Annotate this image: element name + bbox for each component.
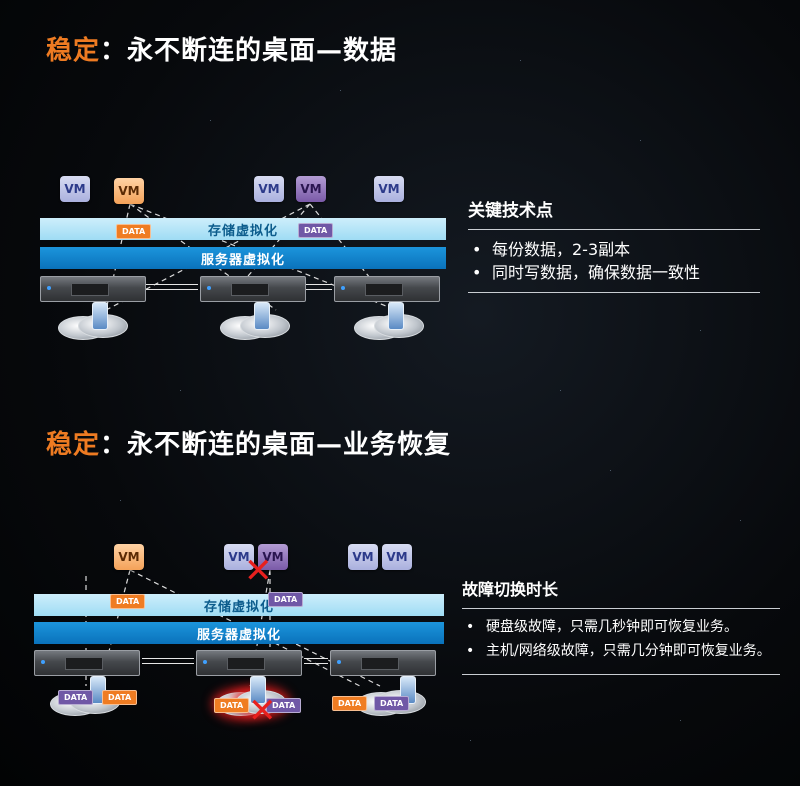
bullet-list: 硬盘级故障，只需几秒钟即可恢复业务。 主机/网络级故障，只需几分钟即可恢复业务。: [462, 617, 780, 675]
panel-title: 关键技术点: [468, 196, 760, 230]
server-icon: [34, 650, 140, 676]
title-keyword: 稳定: [46, 36, 101, 66]
storage-virtualization-layer: 存储虚拟化: [40, 218, 446, 240]
title-keyword: 稳定: [46, 430, 101, 460]
server-label: 服务器虚拟化: [196, 627, 281, 643]
disk-icon: [354, 302, 424, 342]
title-text: ：永不断连的桌面—业务恢复: [100, 430, 452, 460]
business-recovery-diagram: VM VM VM VM VM ✕ 存储虚拟化 服务器虚拟化 DATA DATA …: [30, 536, 450, 736]
data-tag: DATA: [214, 698, 250, 713]
network-link: [306, 284, 332, 290]
data-tag: DATA: [58, 690, 94, 705]
bullet-item: 硬盘级故障，只需几秒钟即可恢复业务。: [462, 617, 780, 638]
storage-label: 存储虚拟化: [207, 223, 278, 239]
server-virtualization-layer: 服务器虚拟化: [40, 247, 446, 269]
network-link: [142, 658, 194, 664]
vm-icon: VM: [348, 544, 378, 570]
vm-icon: VM: [224, 544, 254, 570]
data-tag: DATA: [266, 698, 302, 713]
failure-x-icon: ✕: [248, 691, 277, 731]
title-text: ：永不断连的桌面—数据: [100, 36, 398, 66]
failover-time-panel: 故障切换时长 硬盘级故障，只需几秒钟即可恢复业务。 主机/网络级故障，只需几分钟…: [462, 576, 780, 675]
storage-label: 存储虚拟化: [203, 599, 274, 615]
server-icon: [330, 650, 436, 676]
server-label: 服务器虚拟化: [200, 252, 285, 268]
data-tag: DATA: [102, 690, 138, 705]
data-tag: DATA: [110, 594, 146, 609]
data-tag: DATA: [116, 224, 152, 239]
vm-icon: VM: [254, 176, 284, 202]
bullet-list: 每份数据，2-3副本 同时写数据，确保数据一致性: [468, 238, 760, 294]
vm-icon-active: VM: [296, 176, 326, 202]
server-icon: [196, 650, 302, 676]
server-icon: [40, 276, 146, 302]
data-tag: DATA: [332, 696, 368, 711]
disk-icon: [58, 302, 128, 342]
data-replication-diagram: VM VM VM VM VM 存储虚拟化 服务器虚拟化 DATA DATA: [36, 170, 456, 360]
bullet-item: 主机/网络级故障，只需几分钟即可恢复业务。: [462, 641, 780, 662]
network-link: [304, 658, 328, 664]
key-tech-panel: 关键技术点 每份数据，2-3副本 同时写数据，确保数据一致性: [468, 196, 760, 294]
vm-icon-active: VM: [114, 178, 144, 204]
disk-icon: [220, 302, 290, 342]
network-link: [146, 284, 198, 290]
failure-x-icon: ✕: [244, 551, 273, 591]
bullet-item: 同时写数据，确保数据一致性: [468, 261, 760, 284]
server-virtualization-layer: 服务器虚拟化: [34, 622, 444, 644]
vm-icon-active: VM: [258, 544, 288, 570]
bullet-item: 每份数据，2-3副本: [468, 238, 760, 261]
vm-icon: VM: [60, 176, 90, 202]
data-tag: DATA: [374, 696, 410, 711]
storage-virtualization-layer: 存储虚拟化: [34, 594, 444, 616]
server-icon: [334, 276, 440, 302]
vm-icon: VM: [374, 176, 404, 202]
vm-icon: VM: [382, 544, 412, 570]
server-icon: [200, 276, 306, 302]
section-title-recovery: 稳定：永不断连的桌面—业务恢复: [46, 424, 451, 461]
panel-title: 故障切换时长: [462, 576, 780, 609]
data-tag: DATA: [298, 223, 334, 238]
section-title-data: 稳定：永不断连的桌面—数据: [46, 30, 397, 67]
data-tag: DATA: [268, 592, 304, 607]
vm-icon-active: VM: [114, 544, 144, 570]
